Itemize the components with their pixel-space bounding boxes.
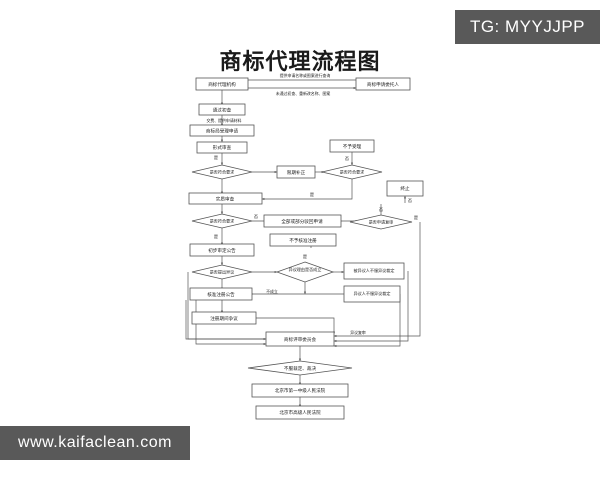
node-label: 初步审定公告 <box>208 247 236 254</box>
node-correction-within-deadline: 限期补正 <box>276 165 316 179</box>
node-meets-requirements-1: 是否符合要求 <box>191 164 253 180</box>
node-preliminary-approval-announcement: 初步审定公告 <box>189 243 255 257</box>
node-label: 商标代理机构 <box>208 81 236 88</box>
node-disagree-with-ruling: 不服裁定、裁决 <box>247 360 353 376</box>
node-applicant-client: 商标申请委托人 <box>355 77 411 91</box>
node-meets-requirements-3: 是否符合要求 <box>191 213 253 229</box>
node-trademark-review-board: 商标评审委员会 <box>265 331 335 347</box>
node-label: 是否符合要求 <box>340 168 365 174</box>
node-label: 商标申请委托人 <box>367 81 400 88</box>
site-watermark-badge: www.kaifaclean.com <box>0 426 190 460</box>
node-terminate: 终止 <box>386 180 424 197</box>
page-title: 商标代理流程图 <box>219 50 381 75</box>
node-label: 全部或部分驳回申请 <box>281 218 323 225</box>
edge-label: 是 <box>303 254 308 260</box>
node-label: 终止 <box>400 185 410 192</box>
edge-label: 是 <box>414 215 419 221</box>
node-registration-not-approved: 不予核准注册 <box>269 233 337 247</box>
node-label: 商标评审委员会 <box>284 336 317 343</box>
node-opposition-grounds-valid: 异议理由是否成立 <box>275 261 335 283</box>
edge-label: 不成立 <box>266 289 278 294</box>
node-label: 商标局受理申请 <box>206 128 239 135</box>
node-label: 通过初查 <box>213 107 232 114</box>
node-trademark-agency: 商标代理机构 <box>195 77 249 91</box>
edge-label: 异议复审 <box>350 330 366 335</box>
node-label: 实质审查 <box>216 196 235 203</box>
tg-watermark-badge: TG: MYYJJPP <box>455 10 600 44</box>
edge-label: 否 <box>254 214 258 220</box>
node-beijing-first-intermediate-court: 北京市第一中级人民法院 <box>251 383 349 398</box>
node-formal-examination: 形式审查 <box>196 141 248 154</box>
edge-label: 是 <box>214 155 219 161</box>
node-beijing-high-court: 北京市高级人民法院 <box>255 405 345 420</box>
node-label: 是否符合要求 <box>210 217 235 223</box>
node-opposer-appeal: 异议人不服异议裁定 <box>343 285 401 303</box>
node-not-accepted: 不予受理 <box>329 139 375 153</box>
node-label: 异议理由是否成立 <box>289 266 322 272</box>
edge-label: 是 <box>214 234 219 240</box>
node-label: 是否符合要求 <box>210 168 235 174</box>
node-label: 形式审查 <box>213 144 232 151</box>
edge-label: 交费、提供申请材料 <box>206 118 241 123</box>
edge-label: 否 <box>345 156 349 162</box>
flow-nodes: 商标代理机构 商标申请委托人 通过初查 商标局受理申请 形式审查 <box>188 77 424 420</box>
node-pass-preliminary-search: 通过初查 <box>198 103 246 116</box>
node-label: 注册期间争议 <box>210 315 238 322</box>
node-substantive-examination: 实质审查 <box>188 192 263 205</box>
node-label: 被异议人不服异议裁定 <box>354 267 395 273</box>
node-label: 北京市高级人民法院 <box>279 409 321 416</box>
node-label: 不服裁定、裁决 <box>284 365 317 372</box>
edge-label: 未通过初查、重新改名称、图案 <box>276 91 331 96</box>
node-label: 不予受理 <box>343 143 362 150</box>
node-label: 不予核准注册 <box>289 237 317 244</box>
node-label: 是否提出异议 <box>210 268 235 274</box>
node-label: 核准注册公告 <box>207 291 235 298</box>
node-opposed-party-appeal: 被异议人不服异议裁定 <box>343 262 405 280</box>
node-registration-approval-announcement: 核准注册公告 <box>189 287 253 301</box>
edge-label: 否 <box>379 207 383 213</box>
node-reject-application: 全部或部分驳回申请 <box>263 214 342 228</box>
node-meets-requirements-2: 是否符合要求 <box>321 164 383 180</box>
node-apply-for-review: 是否申请复审 <box>349 214 413 230</box>
node-opposition-filed: 是否提出异议 <box>191 264 253 280</box>
node-office-accepts-application: 商标局受理申请 <box>189 124 255 137</box>
edge-label: 是 <box>310 192 315 198</box>
node-label: 异议人不服异议裁定 <box>354 290 391 296</box>
flow-edge-labels: 提供申请名称或图案进行查询 未通过初查、重新改名称、图案 交费、提供申请材料 是… <box>206 73 418 335</box>
edge-label: 提供申请名称或图案进行查询 <box>280 73 331 78</box>
node-dispute-during-registration: 注册期间争议 <box>191 311 257 325</box>
edge-label: 否 <box>408 198 412 204</box>
node-label: 北京市第一中级人民法院 <box>275 387 326 394</box>
flow-edges <box>185 78 421 408</box>
node-label: 是否申请复审 <box>369 218 394 224</box>
node-label: 限期补正 <box>287 169 306 176</box>
